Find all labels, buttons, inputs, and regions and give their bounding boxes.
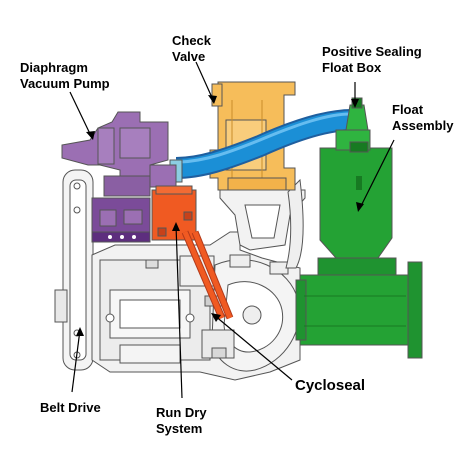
float-assembly-label-line2: Assembly: [392, 118, 454, 133]
check-valve-lower-housing: [219, 178, 306, 269]
run-dry-label-line1: Run Dry: [156, 405, 207, 420]
check-valve-label-line1: Check: [172, 33, 212, 48]
belt-drive: [54, 169, 94, 371]
float-assembly: [295, 97, 423, 359]
diaphragm-pump-label-line1: Diaphragm: [20, 60, 88, 75]
leader-lines: [69, 61, 395, 399]
belt-drive-label: Belt Drive: [40, 400, 101, 415]
diaphragm-pump-label-line2: Vacuum Pump: [20, 76, 110, 91]
cycloseal-label: Cycloseal: [295, 377, 365, 394]
run-dry-system: [151, 185, 234, 320]
diaphragm-vacuum-pump: [61, 111, 177, 243]
float-box-label-line2: Float Box: [322, 60, 382, 75]
check-valve-label-line2: Valve: [172, 49, 205, 64]
float-assembly-label-line1: Float: [392, 102, 424, 117]
arrowheads: [76, 95, 364, 336]
run-dry-label-line2: System: [156, 421, 202, 436]
float-box-label-line1: Positive Sealing: [322, 44, 422, 59]
